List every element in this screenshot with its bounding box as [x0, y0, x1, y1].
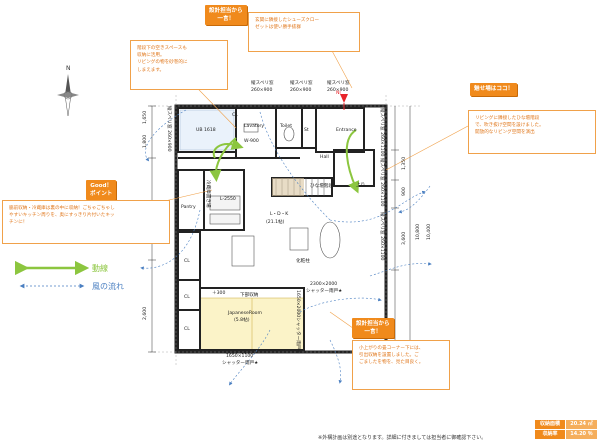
shutter-vertical-label: 1650×2000シャッター雨戸★ — [295, 290, 302, 354]
cl-top-label: CL — [232, 112, 238, 118]
storage-area-stat: 収納面積 20.24 ㎡ — [535, 420, 597, 429]
ub-label: UB 1618 — [196, 127, 216, 133]
window-side2-label: 縦スベリ窓 260×1100 — [379, 158, 386, 206]
cl-left1-label: CL — [184, 258, 190, 264]
window1-label: 縦スベリ窓 — [251, 79, 274, 86]
pantry-label: Pantry — [181, 204, 196, 210]
design-point-bottom-tag: 設計担当から 一言！ — [352, 318, 394, 338]
shutter-amado-label: シャッター雨戸★ — [306, 287, 342, 294]
ldk-size-label: (21.1帖) — [266, 218, 285, 225]
dim-1800-label: 1,800 — [142, 135, 148, 148]
window-left-label: 縦スベリ窓 260×900 — [166, 106, 173, 152]
up-label: 上り — [356, 181, 365, 188]
window2-size-label: 260×900 — [290, 87, 311, 93]
dim-2600-label: 2,600 — [142, 307, 148, 320]
window1-size-label: 260×900 — [251, 87, 272, 93]
storage-ratio-stat: 収納率 14.20 ％ — [535, 430, 597, 439]
storage-ratio-label: 収納率 — [535, 430, 565, 439]
shutter-amado2-label: シャッター雨戸★ — [222, 359, 258, 366]
ni-label: NI — [336, 90, 341, 96]
design-point-top-tag: 設計担当から 一言！ — [205, 5, 247, 25]
miseba-tag: 魅せ場はココ！ — [470, 83, 518, 96]
tatami-note: 小上がりの畳コーナー下には、 引出収納を設置しました。ご ごましたを物を、見た目… — [352, 340, 450, 390]
window-side3-label: 縦スベリ窓 260×1100 — [379, 212, 386, 260]
dim-900-label: 900 — [401, 187, 407, 196]
legend-wind-label: 風の流れ — [92, 282, 124, 291]
dim-10800-label: 10,800 — [415, 224, 421, 240]
kitchen-note: 脇前収納・冷蔵庫は裏の中に収納！ごちゃごちゃし やすいキッチン周りを、奥にすっき… — [2, 200, 170, 244]
shutter-1650-label: 1650×1100 — [226, 353, 253, 359]
kesho-label: 化粧柱 — [296, 257, 310, 264]
storage-area-label: 収納面積 — [535, 420, 565, 429]
legend-flow-label: 動線 — [92, 264, 108, 273]
cl-left2-label: CL — [184, 294, 190, 300]
dim-3600-label: 3,600 — [401, 232, 407, 245]
entrance-label: Entrance — [336, 127, 357, 133]
japanese-room-label: JapaneseRoom — [227, 310, 262, 316]
toilet-label: Toilet — [279, 123, 292, 129]
shita-bu-label: 下部収納 — [240, 291, 259, 298]
storage-ratio-value: 14.20 ％ — [566, 430, 597, 439]
north-compass-icon: N — [57, 65, 79, 117]
wc-label: W-900 — [244, 138, 259, 144]
dim-1650-label: 1,650 — [142, 111, 148, 124]
window3-size-label: 260×900 — [327, 87, 348, 93]
living-note: リビングに隣接したひな壇階段 で、吹き抜け空間を設けました。 開放的なリビング空… — [468, 110, 596, 154]
l2550-label: L-2550 — [220, 196, 236, 202]
window-side1-label: 縦スベリ窓 260×1100 — [379, 108, 386, 156]
japanese-room-size-label: (5.8帖) — [234, 316, 250, 323]
footer-note: ※外構計画は別途となります。詳細に付きましては担当者に御確認下さい。 — [318, 435, 487, 441]
bath-storage-note: 階段下の空きスペースも 収納に活用。 リビングの物を砂巻的に しまえます。 — [130, 40, 228, 90]
storage-area-value: 20.24 ㎡ — [566, 420, 597, 429]
ldk-label: L・D・K — [270, 211, 289, 217]
window2-label: 縦スベリ窓 — [290, 79, 313, 86]
plus300-label: ＋300 — [212, 290, 225, 296]
good-point-tag: Good！ ポイント — [86, 180, 117, 200]
cl-left3-label: CL — [184, 326, 190, 332]
hall-label: Hall — [320, 154, 329, 160]
fridge-space-label: 冷蔵庫置き場 — [205, 180, 212, 208]
dim-10400-label: 10,400 — [426, 224, 432, 240]
window3-label: 縦スベリ窓 — [327, 79, 350, 86]
svg-text:N: N — [66, 65, 71, 72]
st-label: St — [304, 127, 309, 133]
hina-stairs-label: ひな壇階段 — [310, 182, 333, 189]
dim-1350-label: 1,350 — [401, 157, 407, 170]
lavatory-label: Lavatory — [244, 123, 264, 129]
entrance-note: 玄関に隣接したシューズクロー ゼットは使い勝手抜群 — [248, 12, 360, 52]
shutter-2300-label: 2300×2000 — [310, 281, 337, 287]
